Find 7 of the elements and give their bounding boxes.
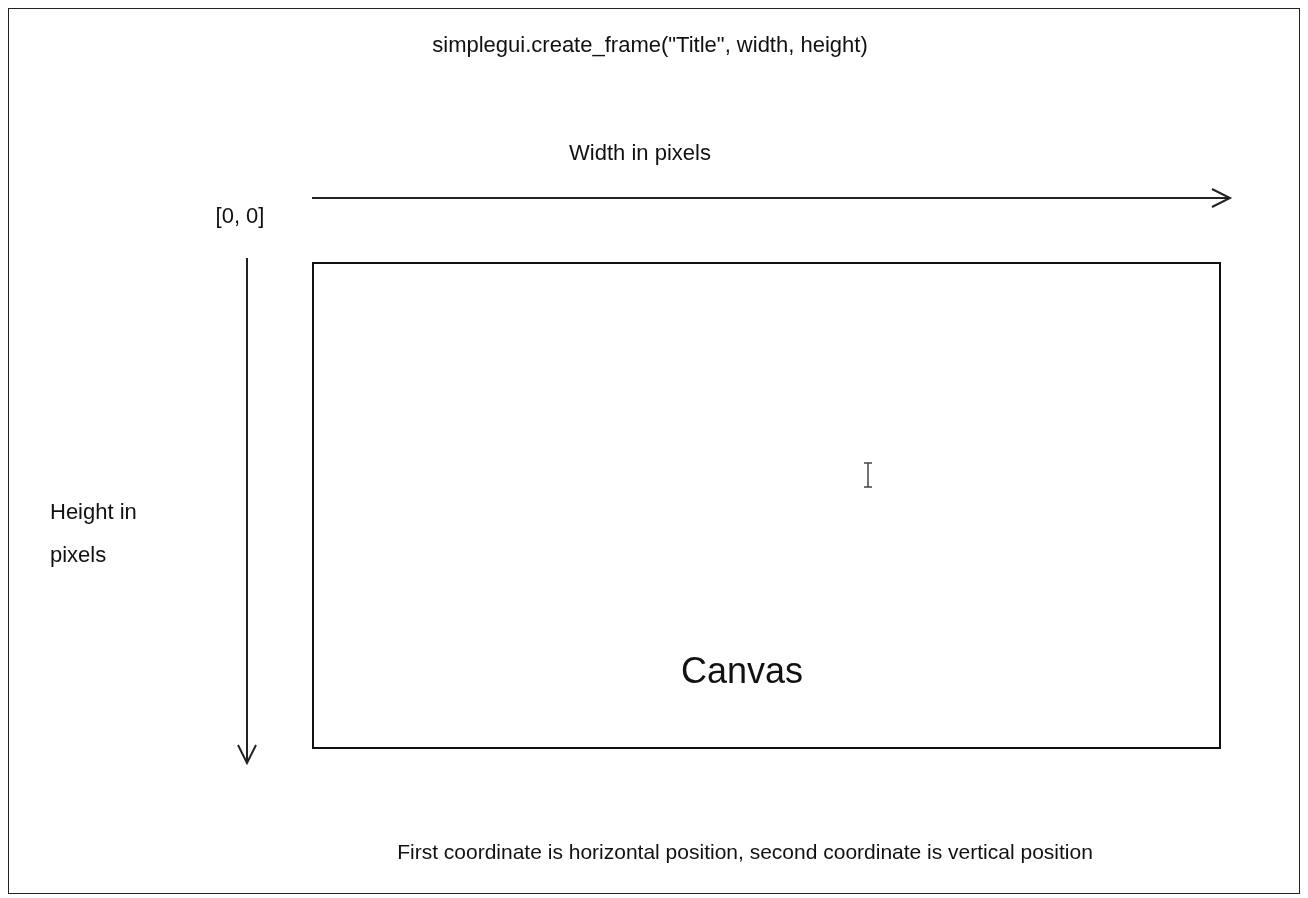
canvas-label: Canvas <box>679 649 805 693</box>
canvas-box <box>312 262 1221 749</box>
origin-label: [0, 0] <box>214 202 266 230</box>
caption: First coordinate is horizontal position, second coordinate is vertical position <box>396 839 1094 865</box>
code-title: simplegui.create_frame("Title", width, height) <box>431 31 869 59</box>
axis-label: Height in pixels <box>50 498 138 569</box>
axis-label: Width in pixels <box>568 139 712 167</box>
